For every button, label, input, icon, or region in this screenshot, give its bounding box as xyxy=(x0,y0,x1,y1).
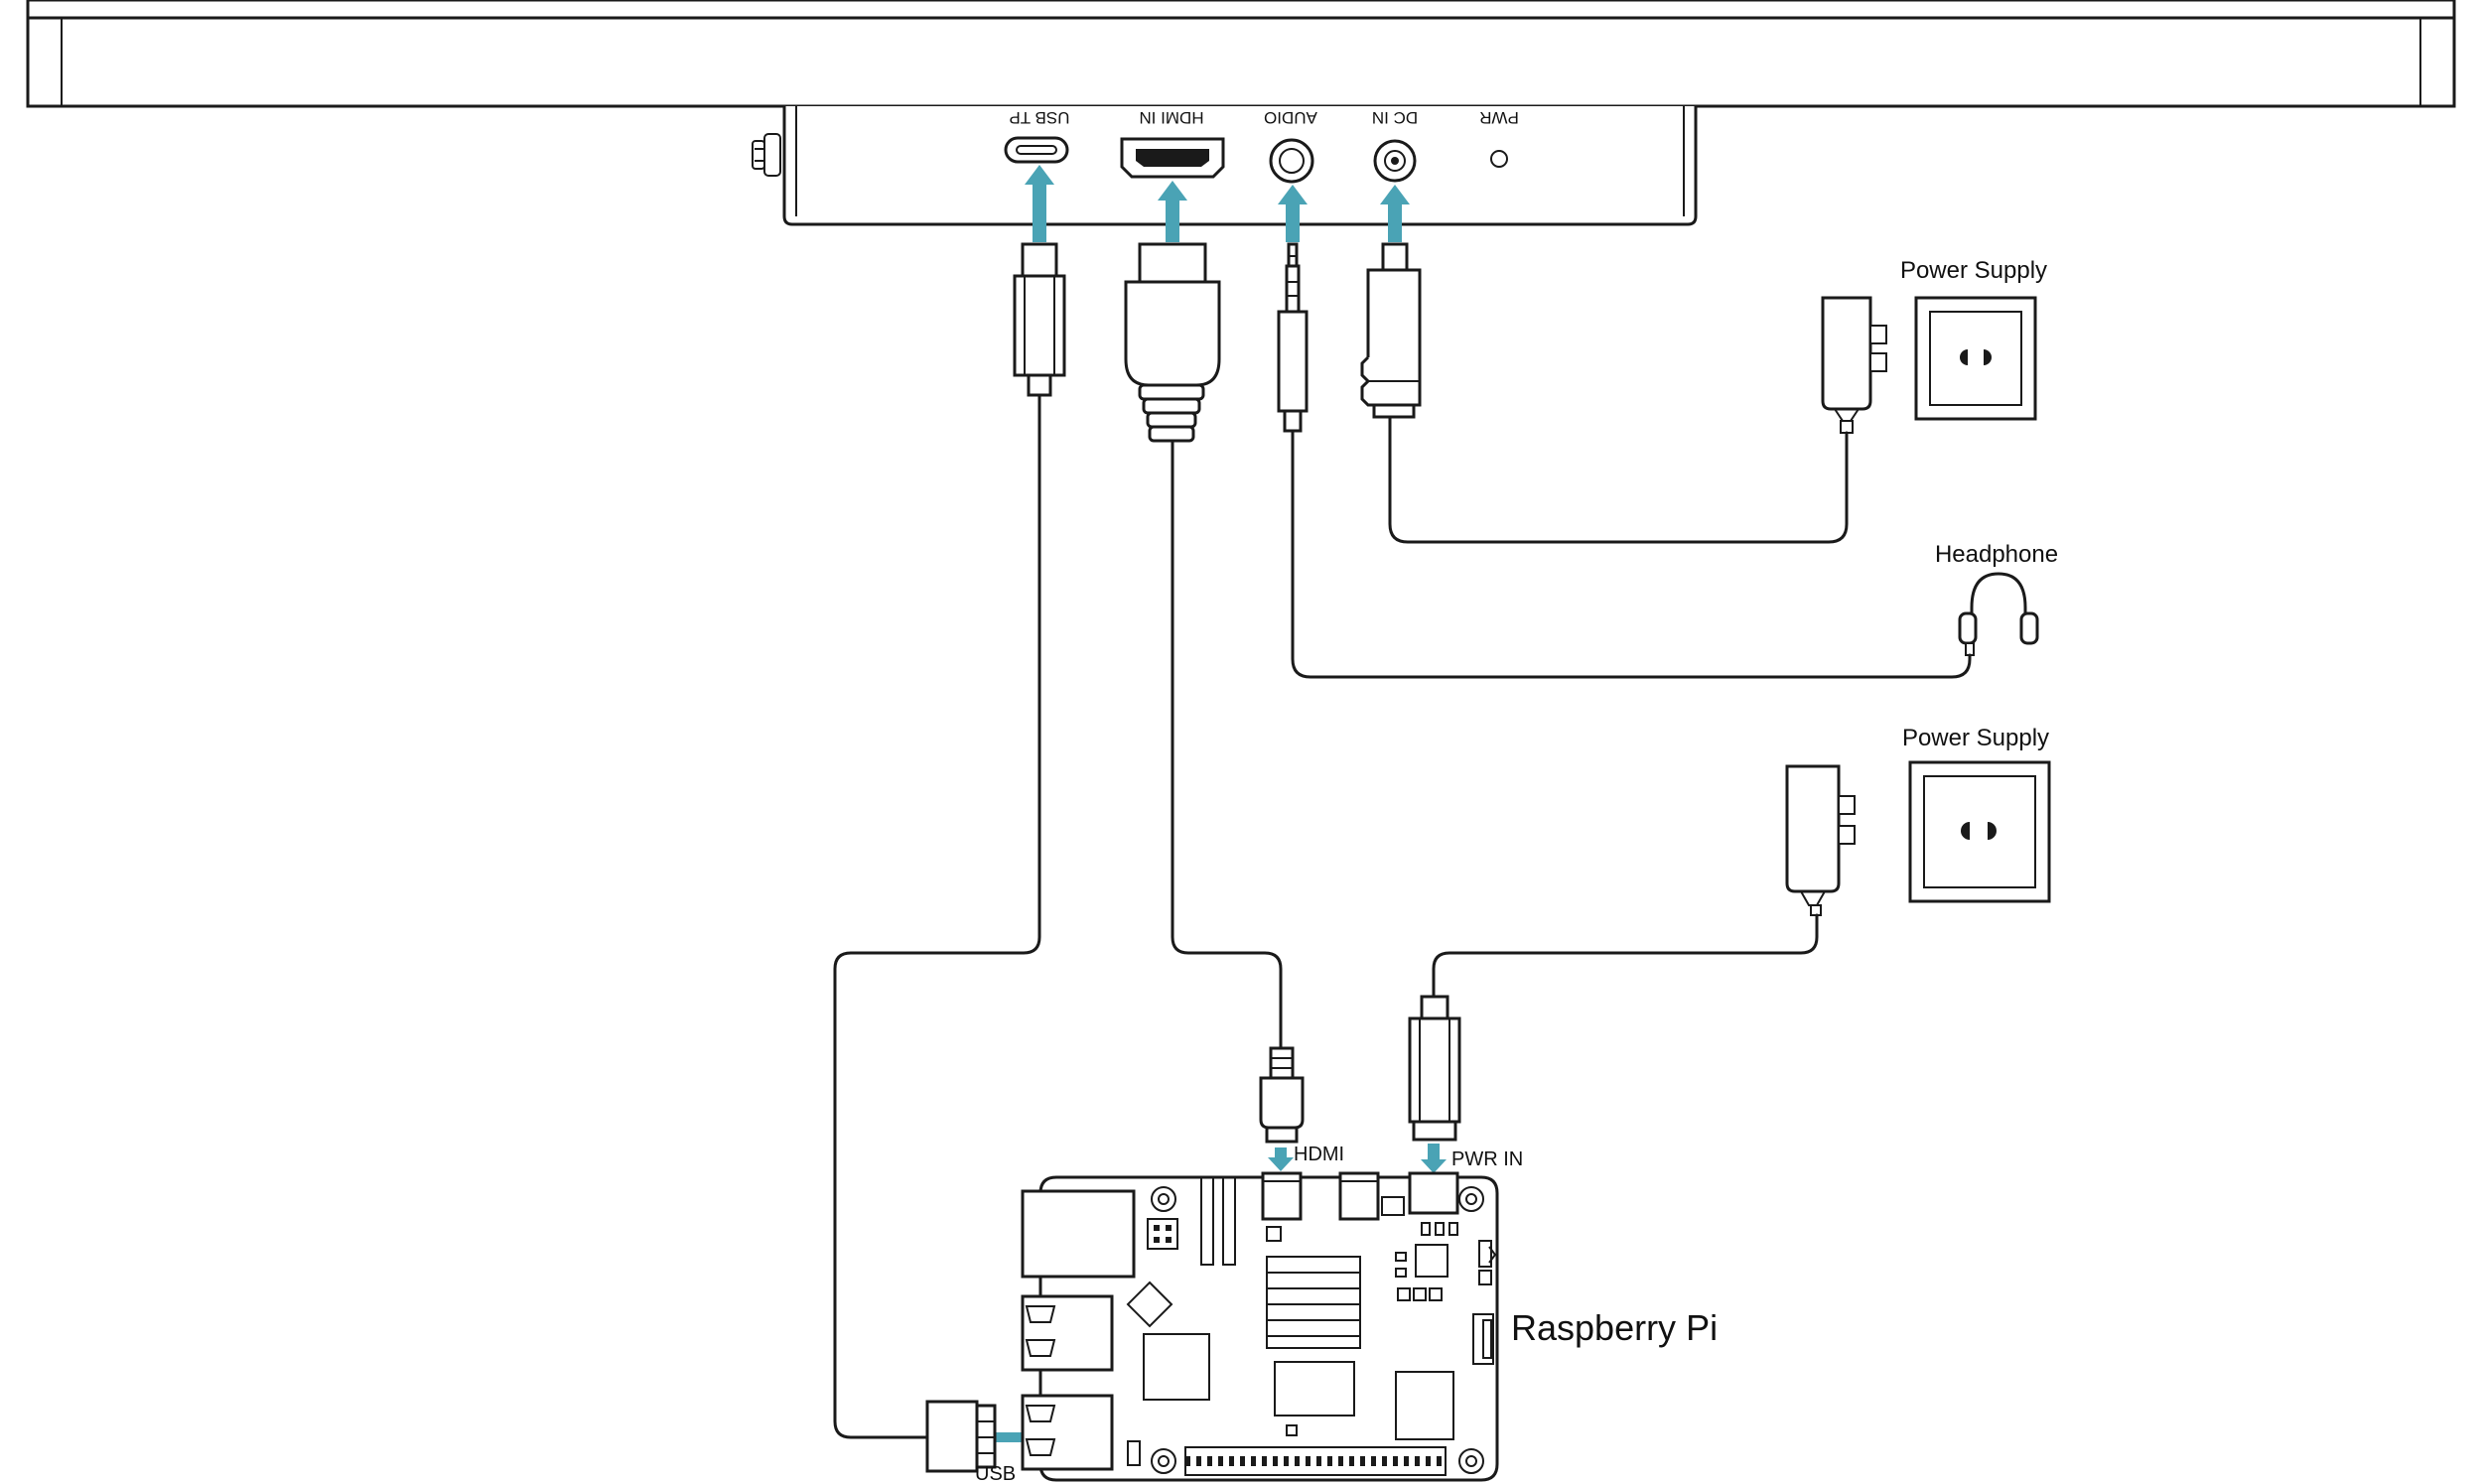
wall-socket-2-icon xyxy=(1908,760,2051,903)
headphone-label: Headphone xyxy=(1935,541,2058,568)
monitor-frame xyxy=(26,0,2456,108)
svg-text:USB TP: USB TP xyxy=(1009,108,1069,127)
port-label-audio: AUDIO xyxy=(1264,108,1317,127)
power-adapter-2-icon xyxy=(1785,764,1856,916)
arrow-hdmi-in xyxy=(1158,181,1187,242)
rpi-pwr-in-label: PWR IN xyxy=(1451,1148,1523,1170)
arrow-rpi-hdmi xyxy=(1268,1147,1294,1171)
power-supply-1-label: Power Supply xyxy=(1900,257,2047,284)
port-label-dc-in: DC IN xyxy=(1372,108,1418,127)
wall-socket-icon xyxy=(1914,296,2037,421)
rpi-hdmi-plug xyxy=(1259,1046,1305,1144)
power-supply-2-label: Power Supply xyxy=(1902,725,2049,751)
headphone-icon xyxy=(1958,572,2039,656)
power-led-icon xyxy=(1490,150,1508,168)
port-label-usb-tp: USB TP xyxy=(1009,108,1069,127)
raspberry-pi-board-icon xyxy=(1021,1171,1499,1482)
svg-text:DC IN: DC IN xyxy=(1372,108,1418,127)
power-adapter-icon xyxy=(1821,296,1887,434)
dc-jack-icon xyxy=(1373,139,1417,183)
cable-audio-to-headphone xyxy=(1291,429,1972,679)
rpi-usb-label: USB xyxy=(975,1463,1016,1484)
cable-usb-tp-to-rpi-usb xyxy=(833,393,1041,1439)
arrow-audio xyxy=(1278,185,1308,242)
raspberry-pi-label: Raspberry Pi xyxy=(1511,1307,1718,1348)
usb-c-port-icon xyxy=(1004,136,1069,164)
svg-text:AUDIO: AUDIO xyxy=(1264,108,1317,127)
svg-text:PWR: PWR xyxy=(1479,108,1519,127)
rpi-hdmi-label: HDMI xyxy=(1294,1144,1344,1165)
rpi-pwr-plug xyxy=(1408,995,1461,1142)
arrow-usb-tp xyxy=(1025,165,1054,242)
rpi-usb-plug xyxy=(925,1400,997,1473)
arrow-rpi-pwr xyxy=(1421,1144,1447,1173)
hdmi-port-icon xyxy=(1120,137,1225,179)
usb-c-plug xyxy=(1013,242,1066,397)
audio-plug xyxy=(1277,242,1309,433)
hdmi-plug xyxy=(1124,242,1221,443)
cable-hdmi-in-to-rpi-hdmi xyxy=(1171,439,1283,1050)
svg-text:HDMI IN: HDMI IN xyxy=(1139,108,1203,127)
audio-jack-icon xyxy=(1269,138,1314,184)
cable-rpi-pwr-to-power-supply xyxy=(1432,913,1819,999)
cable-dc-to-power-supply xyxy=(1388,415,1849,544)
dc-plug xyxy=(1360,242,1422,419)
port-panel xyxy=(752,106,1698,226)
port-label-pwr: PWR xyxy=(1479,108,1519,127)
arrow-dc-in xyxy=(1380,185,1410,242)
port-label-hdmi-in: HDMI IN xyxy=(1139,108,1203,127)
